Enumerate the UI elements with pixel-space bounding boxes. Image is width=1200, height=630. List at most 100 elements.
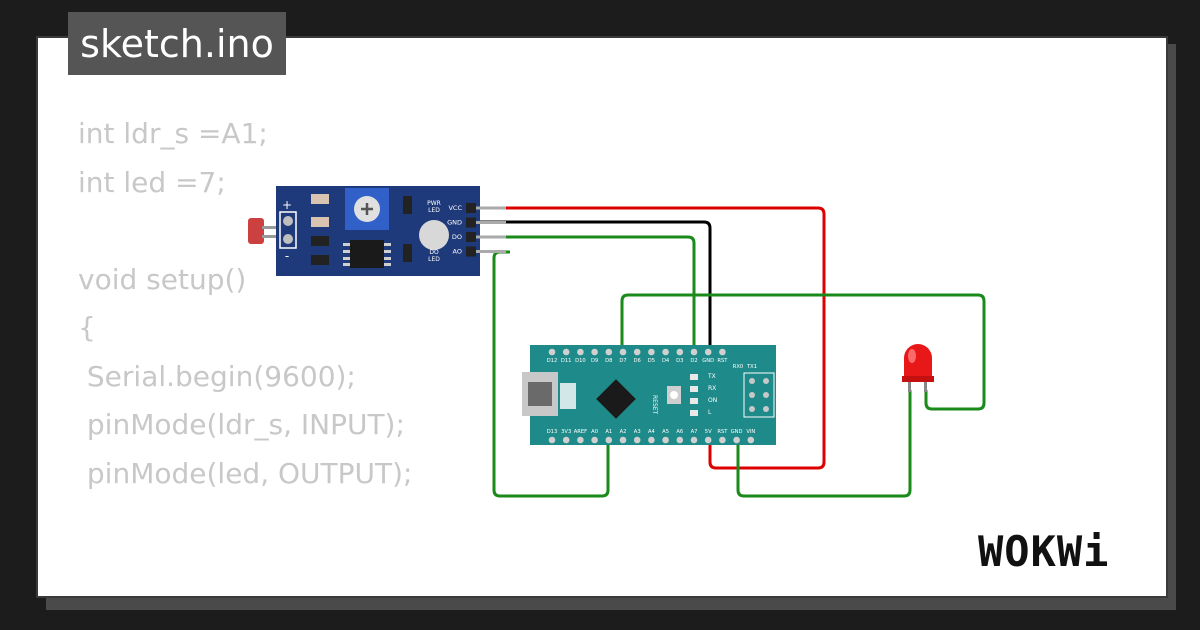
nano-top-pin[interactable] bbox=[633, 348, 641, 356]
nano-top-pin[interactable] bbox=[690, 348, 698, 356]
tx-label: TX bbox=[707, 373, 716, 380]
nano-top-pin-label: TX1 bbox=[746, 364, 757, 370]
wire-do-green[interactable] bbox=[478, 235, 696, 350]
nano-bottom-pin-label: GND bbox=[731, 429, 743, 435]
nano-bottom-pin[interactable] bbox=[577, 436, 584, 444]
nano-bottom-pin-label: AREF bbox=[574, 429, 587, 435]
nano-top-pin[interactable] bbox=[605, 348, 613, 356]
nano-bottom-pin-label: A0 bbox=[591, 429, 598, 435]
module-pin[interactable] bbox=[476, 250, 506, 253]
reset-label: RESET bbox=[651, 395, 658, 415]
nano-top-pin[interactable] bbox=[648, 348, 655, 356]
nano-top-pin-label: RX0 bbox=[733, 364, 743, 370]
nano-top-pin-label: D11 bbox=[561, 358, 572, 364]
nano-top-pin-label: D6 bbox=[634, 358, 641, 364]
do-led-label: DO bbox=[429, 249, 439, 256]
wire-gnd-led-green[interactable] bbox=[736, 390, 912, 498]
code-line: pinMode(led, OUTPUT); bbox=[78, 456, 413, 490]
code-line: void setup() bbox=[78, 262, 247, 296]
svg-text:WOKWi: WOKWi bbox=[978, 527, 1109, 574]
nano-top-pin[interactable] bbox=[662, 348, 669, 356]
photoresistor bbox=[248, 218, 264, 244]
module-pin-header[interactable] bbox=[466, 232, 476, 242]
nano-bottom-pin[interactable] bbox=[619, 436, 627, 444]
code-line: int led =7; bbox=[78, 165, 226, 199]
svg-text:LED: LED bbox=[428, 256, 440, 263]
plus-label: + bbox=[282, 198, 292, 212]
nano-bottom-pin-label: A3 bbox=[634, 429, 641, 435]
nano-bottom-pin-label: A2 bbox=[620, 429, 627, 435]
rx-label: RX bbox=[708, 385, 716, 392]
file-tab-label: sketch.ino bbox=[80, 21, 274, 66]
wire-d7-led-green[interactable] bbox=[620, 293, 986, 411]
nano-top-pin-label: D12 bbox=[547, 358, 558, 364]
module-pin-header[interactable] bbox=[466, 217, 476, 228]
nano-top-pin[interactable] bbox=[704, 348, 712, 356]
ldr-sensor-module[interactable]: + - PWR LED DO LED VCC GND DO AO bbox=[248, 186, 506, 276]
minus-label: - bbox=[285, 249, 289, 263]
wokwi-logo: WOKWi bbox=[978, 527, 1109, 574]
nano-bottom-pin-label: A1 bbox=[605, 429, 612, 435]
nano-bottom-pin-label: RST bbox=[717, 429, 728, 435]
nano-top-pin[interactable] bbox=[577, 348, 584, 356]
pwr-led-label: PWR bbox=[427, 200, 441, 207]
mcu-chip bbox=[596, 379, 636, 419]
wire-ao-green[interactable] bbox=[492, 250, 610, 498]
nano-top-pin[interactable] bbox=[619, 348, 627, 356]
module-pin[interactable] bbox=[476, 206, 506, 210]
module-pin-label: GND bbox=[447, 219, 462, 227]
nano-bottom-pin[interactable] bbox=[690, 436, 698, 444]
red-led[interactable] bbox=[902, 344, 934, 392]
nano-top-pin-label: GND bbox=[702, 358, 714, 364]
nano-bottom-pin[interactable] bbox=[733, 436, 740, 444]
nano-top-pin-label: D3 bbox=[676, 358, 683, 364]
nano-bottom-pin[interactable] bbox=[648, 436, 655, 444]
module-pin[interactable] bbox=[476, 221, 506, 224]
nano-bottom-pin[interactable] bbox=[747, 436, 755, 444]
nano-bottom-pin[interactable] bbox=[548, 436, 556, 444]
nano-bottom-pin[interactable] bbox=[676, 436, 684, 444]
module-pin-label: AO bbox=[453, 248, 462, 256]
code-preview: int ldr_s =A1;int led =7;void setup(){ S… bbox=[78, 110, 413, 596]
nano-top-pin[interactable] bbox=[591, 348, 598, 356]
nano-bottom-pin-label: A7 bbox=[691, 429, 698, 435]
preview-panel: int ldr_s =A1;int led =7;void setup(){ S… bbox=[36, 36, 1168, 598]
nano-top-pin[interactable] bbox=[548, 348, 556, 356]
nano-bottom-pin[interactable] bbox=[662, 436, 669, 444]
module-pin-label: VCC bbox=[448, 204, 462, 212]
code-line: pinMode(ldr_s, INPUT); bbox=[78, 408, 405, 441]
module-pin[interactable] bbox=[476, 235, 506, 239]
module-pin-header[interactable] bbox=[466, 203, 476, 213]
nano-bottom-pin-label: A4 bbox=[648, 429, 656, 435]
nano-top-pin-label: D4 bbox=[662, 358, 670, 364]
nano-top-pin-label: RST bbox=[717, 358, 728, 364]
nano-bottom-pin[interactable] bbox=[605, 436, 613, 444]
svg-text:LED: LED bbox=[428, 207, 440, 214]
nano-top-pin-label: D10 bbox=[575, 358, 586, 364]
module-pin-header[interactable] bbox=[466, 246, 476, 257]
code-line: int ldr_s =A1; bbox=[78, 117, 268, 150]
nano-bottom-pin-label: 5V bbox=[705, 429, 712, 435]
nano-top-pin-label: D9 bbox=[591, 358, 598, 364]
nano-bottom-pin-label: 3V3 bbox=[561, 429, 571, 435]
code-line: { bbox=[78, 311, 96, 344]
nano-bottom-pin[interactable] bbox=[719, 436, 726, 444]
nano-bottom-pin[interactable] bbox=[633, 436, 641, 444]
nano-bottom-pin[interactable] bbox=[704, 436, 712, 444]
l-label: L bbox=[708, 409, 712, 416]
nano-bottom-pin-label: A6 bbox=[676, 429, 683, 435]
nano-bottom-pin[interactable] bbox=[591, 436, 598, 444]
wire-gnd-black[interactable] bbox=[478, 220, 712, 350]
nano-top-pin[interactable] bbox=[562, 348, 570, 356]
comparator-chip bbox=[350, 240, 384, 268]
nano-top-pin[interactable] bbox=[676, 348, 684, 356]
file-tab[interactable]: sketch.ino bbox=[68, 12, 286, 75]
module-led bbox=[419, 220, 449, 250]
module-pin-label: DO bbox=[452, 233, 462, 241]
nano-bottom-pin[interactable] bbox=[562, 436, 570, 444]
wire-vcc-red[interactable] bbox=[478, 206, 826, 470]
nano-top-pin[interactable] bbox=[719, 348, 726, 356]
on-label: ON bbox=[708, 397, 717, 404]
